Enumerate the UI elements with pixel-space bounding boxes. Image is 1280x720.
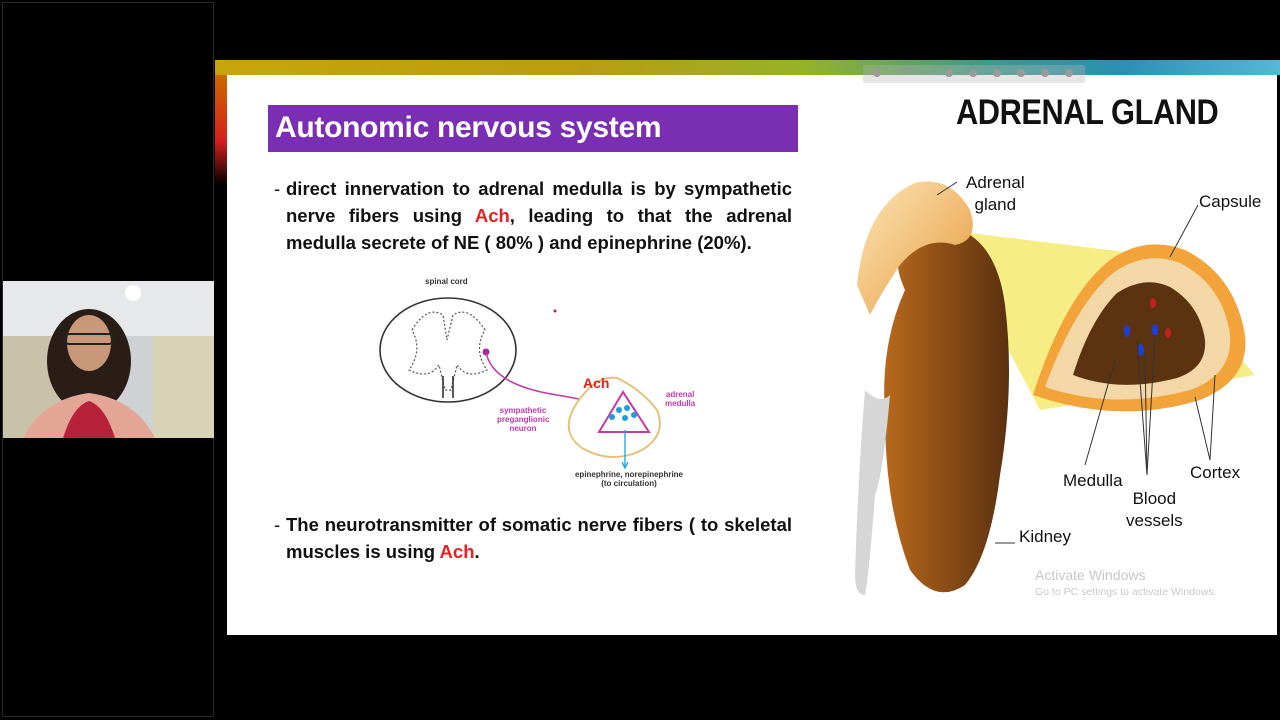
bullet-1-text-b: , leading to that the adrenal medulla se… xyxy=(286,205,792,253)
leader-vessel-2 xyxy=(1144,352,1148,476)
link-icon[interactable] xyxy=(1017,69,1025,77)
label-capsule: Capsule xyxy=(1199,192,1262,211)
adrenal-gland-on-kidney xyxy=(857,181,973,315)
person-icon[interactable] xyxy=(969,69,977,77)
leader-vessel-3 xyxy=(1146,334,1156,476)
medulla-layer xyxy=(1073,282,1206,385)
bullet-1-ach: Ach xyxy=(474,205,510,226)
ureter xyxy=(855,390,890,595)
secretion-arrowhead xyxy=(621,461,629,470)
screenshare-toolbar[interactable]: English xyxy=(863,65,1085,83)
bullet-dash: - xyxy=(274,178,281,199)
activate-windows-subtitle: Go to PC settings to activate Windows. xyxy=(1035,586,1217,598)
medulla-inner xyxy=(597,390,651,433)
pointer-icon[interactable] xyxy=(873,69,881,77)
central-canal xyxy=(442,376,454,398)
language-indicator[interactable]: English xyxy=(897,67,920,74)
label-blood-vessels: Blood vessels xyxy=(1126,489,1183,530)
label-medulla: Medulla xyxy=(1063,471,1123,490)
leader-capsule xyxy=(1169,204,1199,258)
label-cortex: Cortex xyxy=(1190,463,1241,482)
webcam-frame-image xyxy=(3,281,214,438)
slide-title: Autonomic nervous system xyxy=(275,111,662,144)
label-adrenal-medulla: adrenal medulla xyxy=(665,390,696,408)
slide-side-stripe xyxy=(215,75,227,185)
leader-medulla xyxy=(1084,359,1116,466)
activate-windows-title: Activate Windows xyxy=(1035,567,1146,583)
label-ach-diagram: Ach xyxy=(583,375,610,391)
spinal-cord-outline xyxy=(379,297,517,403)
bullet-1-text-a: direct innervation to adrenal medulla is… xyxy=(286,178,792,226)
leader-vessel-1 xyxy=(1136,339,1148,476)
bullet-dash: - xyxy=(274,514,281,535)
laser-pointer-dot xyxy=(553,309,557,313)
bullet-1: - direct innervation to adrenal medulla … xyxy=(274,175,792,256)
leader-adrenal-gland xyxy=(936,181,958,196)
pen-icon[interactable] xyxy=(945,69,953,77)
chromaffin-cell xyxy=(631,412,637,418)
blood-vessel xyxy=(1124,325,1130,337)
settings-icon[interactable] xyxy=(993,69,1001,77)
bullet-2-text-a: The neurotransmitter of somatic nerve fi… xyxy=(286,514,792,562)
blood-vessel xyxy=(1138,344,1144,356)
bullet-2-ach: Ach xyxy=(439,541,475,562)
label-adrenal-gland: Adrenal gland xyxy=(966,173,1025,214)
globe-icon[interactable] xyxy=(1041,69,1049,77)
label-spinal-cord: spinal cord xyxy=(425,277,468,286)
bullet-2: - The neurotransmitter of somatic nerve … xyxy=(274,511,792,565)
adrenal-gland-illustration xyxy=(855,181,1255,595)
sympathetic-innervation-diagram xyxy=(379,297,661,470)
chromaffin-cell xyxy=(622,415,628,421)
label-kidney: Kidney xyxy=(1019,527,1071,546)
chromaffin-cell xyxy=(616,407,622,413)
label-preganglionic-neuron: sympathetic preganglionic neuron xyxy=(497,406,550,433)
webcam-video[interactable] xyxy=(3,281,214,438)
leader-cortex-2 xyxy=(1209,374,1216,461)
chromaffin-cell xyxy=(624,405,630,411)
gray-matter-outline xyxy=(408,311,488,391)
info-icon[interactable] xyxy=(1065,69,1073,77)
leader-cortex-1 xyxy=(1194,396,1211,461)
blood-vessel xyxy=(1152,324,1158,336)
bullet-2-text-b: . xyxy=(474,541,480,562)
figure-title: ADRENAL GLAND xyxy=(956,93,1219,132)
slide-header-stripe xyxy=(215,60,1280,75)
label-circulation-output: epinephrine, norepinephrine (to circulat… xyxy=(574,470,683,488)
blood-vessel xyxy=(1165,328,1171,338)
presentation-slide: Autonomic nervous system - direct innerv… xyxy=(227,75,1277,635)
chromaffin-cell xyxy=(609,414,615,420)
kidney-shape xyxy=(884,225,1009,593)
blood-vessel xyxy=(1150,298,1156,308)
title-bar: Autonomic nervous system xyxy=(268,105,798,152)
